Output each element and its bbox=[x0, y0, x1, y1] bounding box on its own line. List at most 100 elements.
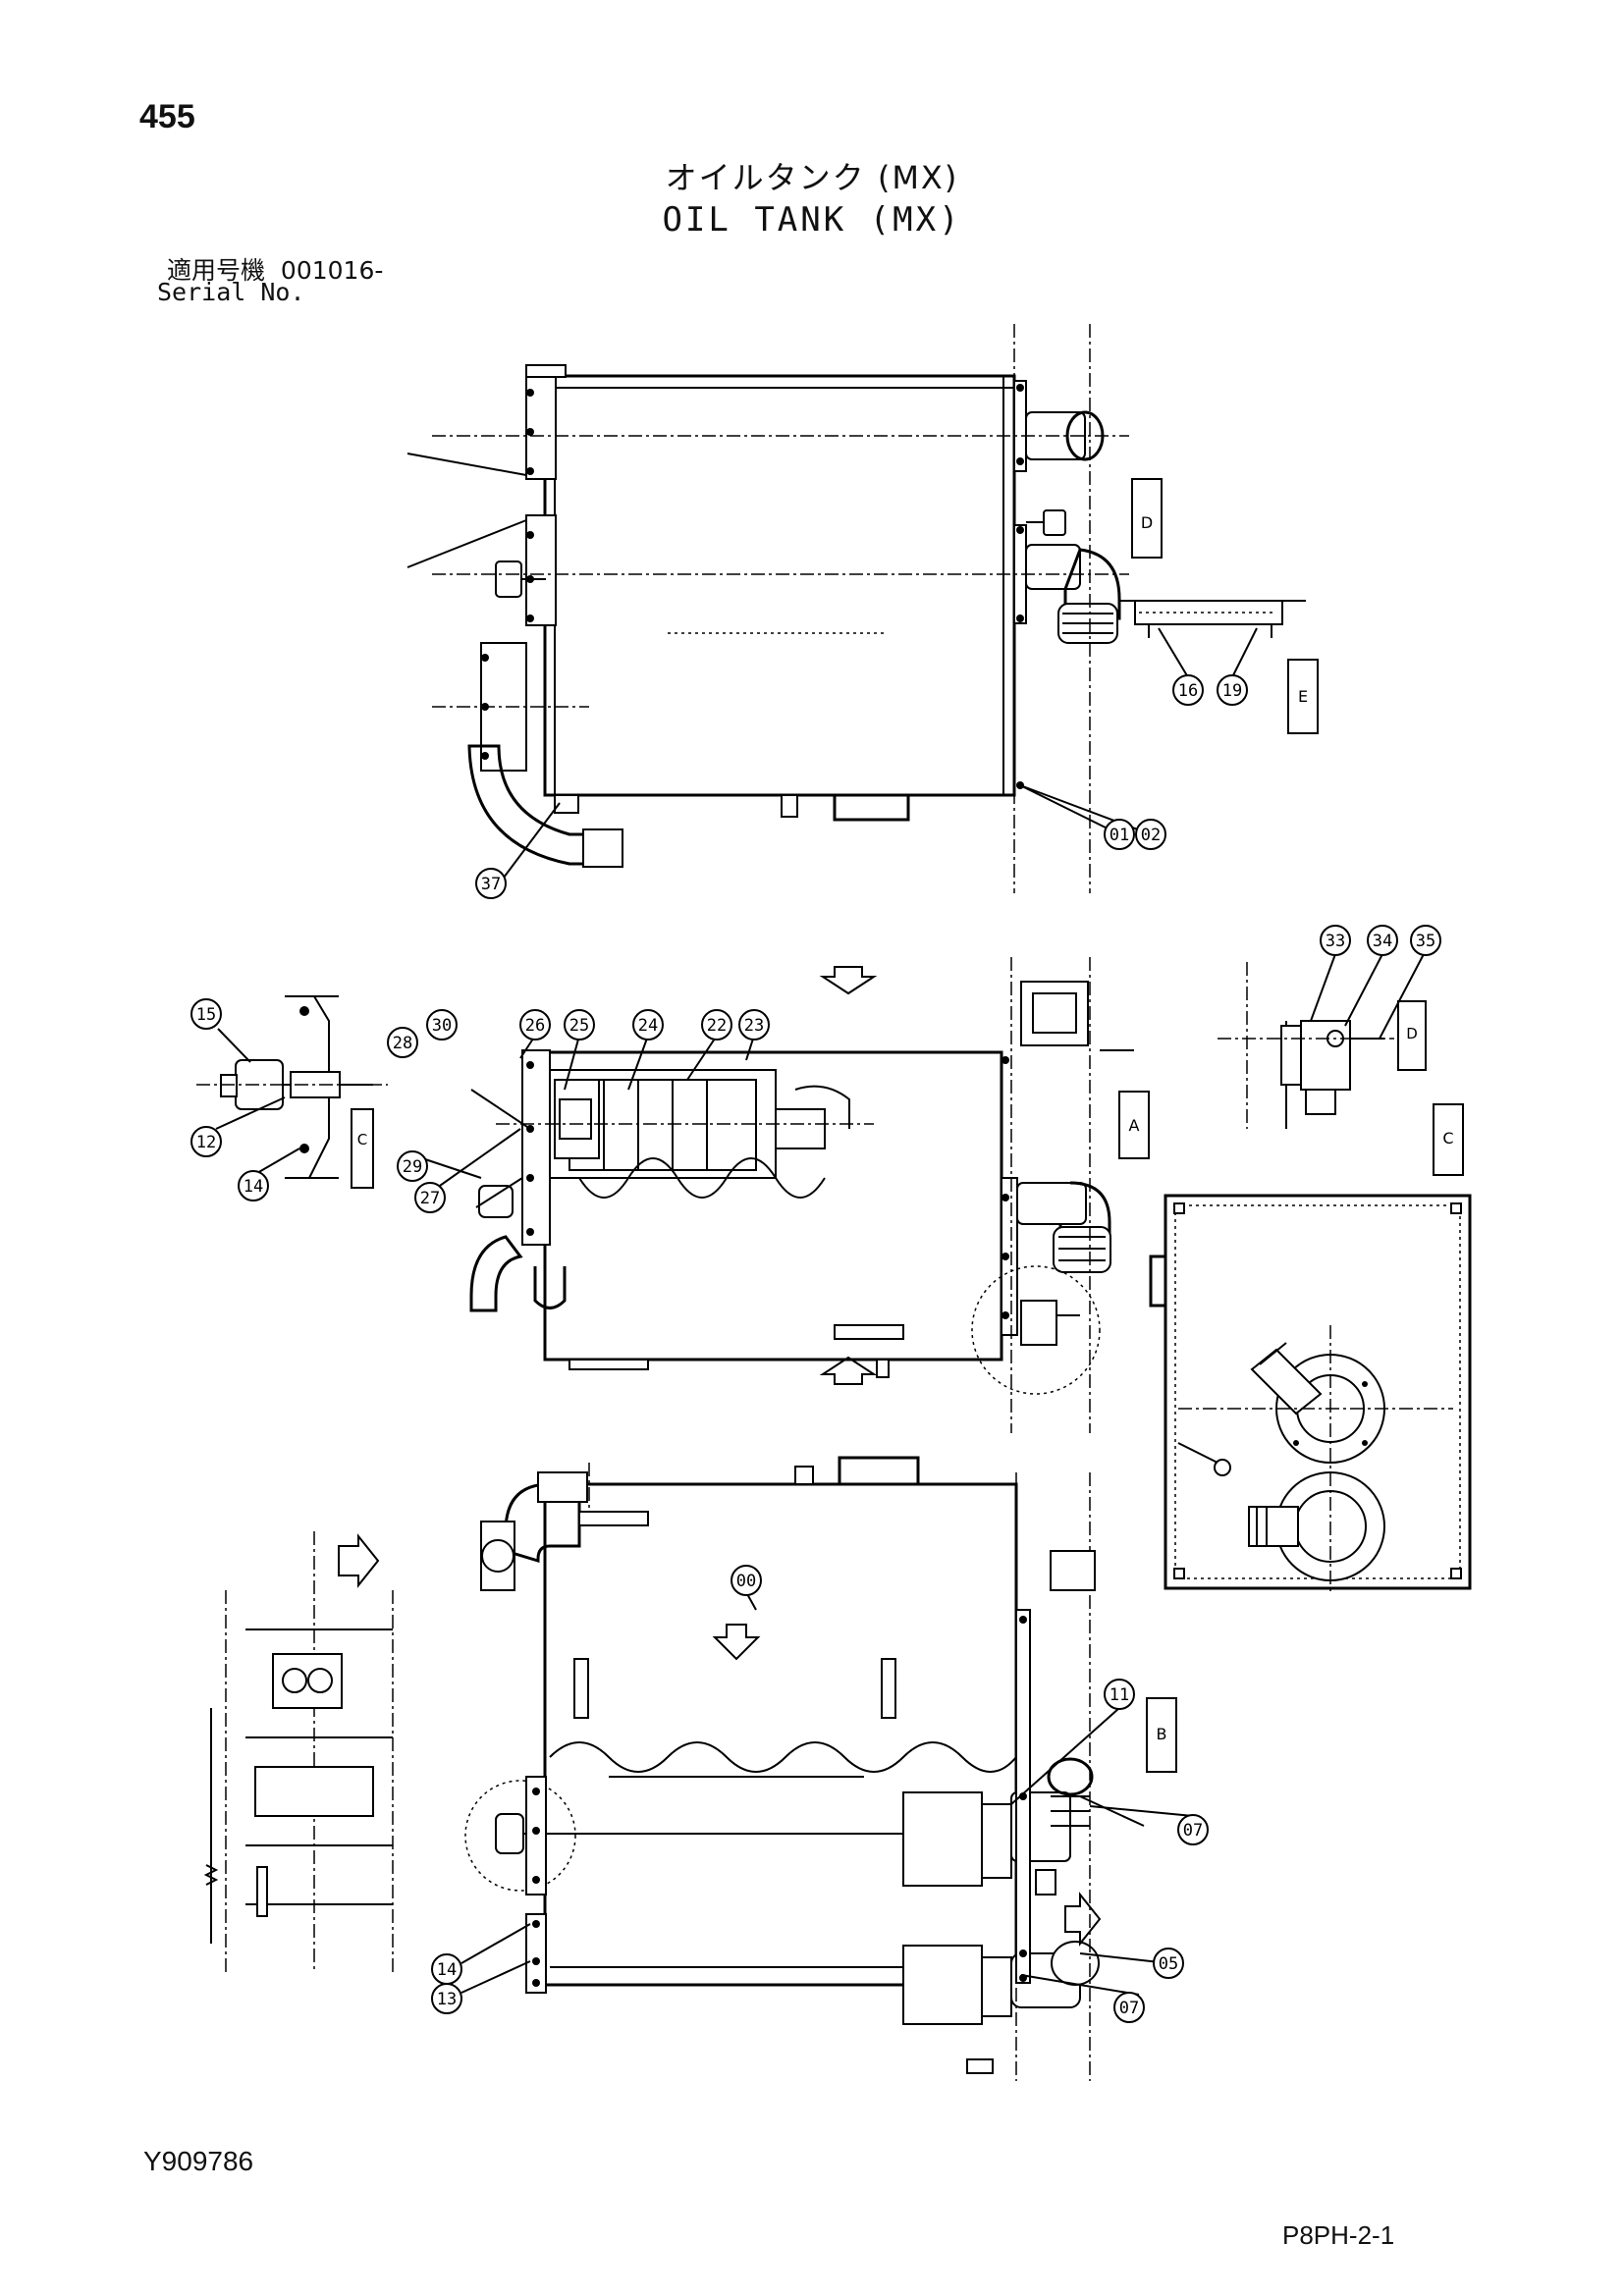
location-sketch bbox=[203, 1531, 394, 1973]
level-gauge bbox=[495, 561, 522, 598]
detail-c-circle bbox=[971, 1265, 1101, 1395]
serial-label-english: Serial No. bbox=[157, 278, 305, 306]
middle-view: A bbox=[469, 957, 1150, 1433]
balloon-28: 28 bbox=[387, 1027, 418, 1058]
svg-text:14: 14 bbox=[244, 1177, 263, 1197]
svg-text:19: 19 bbox=[1222, 681, 1242, 701]
view-d-letter: D bbox=[1141, 513, 1153, 532]
balloon-33: 33 bbox=[1320, 925, 1351, 956]
svg-text:07: 07 bbox=[1183, 1821, 1203, 1841]
view-a-label-box bbox=[1118, 1091, 1150, 1159]
balloon-12: 12 bbox=[190, 1126, 222, 1157]
view-c-arrow bbox=[1064, 1892, 1102, 1947]
breather-bottom bbox=[1035, 1869, 1056, 1896]
balloon-00: 00 bbox=[731, 1565, 762, 1596]
balloon-37: 37 bbox=[475, 868, 507, 899]
svg-text:35: 35 bbox=[1416, 932, 1435, 951]
detail-d-circle bbox=[464, 1780, 576, 1892]
svg-text:27: 27 bbox=[420, 1189, 440, 1208]
serial-applicability: 適用号機 001016- bbox=[167, 251, 383, 287]
detail-d: D C bbox=[1218, 962, 1464, 1176]
svg-text:29: 29 bbox=[403, 1157, 422, 1177]
balloon-35: 35 bbox=[1410, 925, 1441, 956]
serial-label-japanese: 適用号機 bbox=[167, 256, 266, 285]
side-port-block bbox=[1050, 1550, 1096, 1591]
mounting-strip bbox=[834, 1324, 904, 1340]
bottom-handle bbox=[838, 1456, 920, 1484]
balloon-16: 16 bbox=[1172, 674, 1204, 706]
filter-outlet-pipe bbox=[775, 1108, 826, 1149]
sketch-tank-block bbox=[272, 1653, 343, 1709]
view-d-arrow bbox=[819, 966, 878, 995]
balloon-11: 11 bbox=[1104, 1679, 1135, 1710]
left-cover-flange-upper bbox=[525, 370, 557, 480]
strainer-element bbox=[568, 1079, 757, 1171]
tank-body-bottom bbox=[543, 1482, 1018, 1987]
cutaway-break-line bbox=[578, 1157, 826, 1199]
balloon-19: 19 bbox=[1217, 674, 1248, 706]
svg-text:34: 34 bbox=[1373, 932, 1392, 951]
suction-elbow bbox=[467, 744, 606, 866]
balloon-24: 24 bbox=[632, 1009, 664, 1041]
balloon-02: 02 bbox=[1135, 819, 1166, 850]
serial-range: 001016- bbox=[280, 256, 384, 285]
view-c-letter: C bbox=[1442, 1129, 1453, 1148]
section-e-letter: E bbox=[1298, 687, 1308, 706]
page-title-english: OIL TANK (MX) bbox=[662, 200, 962, 240]
suction-elbow-middle bbox=[469, 1235, 523, 1312]
svg-text:30: 30 bbox=[432, 1016, 452, 1036]
balloon-22: 22 bbox=[701, 1009, 732, 1041]
page-title-japanese: オイルタンク (MX) bbox=[665, 159, 959, 196]
balloon-14-detail: 14 bbox=[238, 1170, 269, 1201]
page-code: P8PH-2-1 bbox=[1282, 2220, 1395, 2250]
level-gauge-bottom bbox=[495, 1813, 524, 1854]
svg-text:22: 22 bbox=[707, 1016, 727, 1036]
detail-c: C bbox=[196, 995, 388, 1189]
svg-text:26: 26 bbox=[525, 1016, 545, 1036]
svg-text:15: 15 bbox=[196, 1005, 216, 1025]
view-c-plate bbox=[1149, 1194, 1472, 1595]
balloon-14: 14 bbox=[431, 1953, 462, 1985]
balloon-29: 29 bbox=[397, 1150, 428, 1182]
page-number: 455 bbox=[139, 98, 195, 135]
lower-filter-body bbox=[902, 1945, 983, 2025]
balloon-25: 25 bbox=[564, 1009, 595, 1041]
svg-text:25: 25 bbox=[569, 1016, 589, 1036]
document-id: Y909786 bbox=[143, 2146, 254, 2176]
svg-text:13: 13 bbox=[437, 1990, 457, 2009]
view-d-label-box bbox=[1131, 478, 1163, 559]
balloon-26: 26 bbox=[519, 1009, 551, 1041]
svg-text:00: 00 bbox=[736, 1572, 756, 1591]
balloon-27: 27 bbox=[414, 1182, 446, 1213]
upper-filter-body bbox=[902, 1791, 983, 1887]
svg-text:07: 07 bbox=[1119, 1999, 1139, 2018]
balloon-07-lower: 07 bbox=[1113, 1992, 1145, 2023]
svg-text:24: 24 bbox=[638, 1016, 658, 1036]
plate-handle bbox=[1149, 1255, 1165, 1308]
detail-c-label-box bbox=[351, 1108, 374, 1189]
balloon-30: 30 bbox=[426, 1009, 458, 1041]
svg-text:28: 28 bbox=[393, 1034, 412, 1053]
svg-text:12: 12 bbox=[196, 1133, 216, 1152]
view-a-arrow bbox=[338, 1533, 380, 1588]
detail-d-label-box bbox=[1397, 1000, 1427, 1071]
svg-text:23: 23 bbox=[744, 1016, 764, 1036]
balloon-01: 01 bbox=[1104, 819, 1135, 850]
view-f-arrow bbox=[712, 1624, 761, 1661]
balloon-13: 13 bbox=[431, 1983, 462, 2014]
balloon-34: 34 bbox=[1367, 925, 1398, 956]
svg-text:14: 14 bbox=[437, 1960, 457, 1980]
svg-text:02: 02 bbox=[1141, 826, 1161, 845]
balloon-07-upper: 07 bbox=[1177, 1814, 1209, 1845]
balloon-05: 05 bbox=[1153, 1948, 1184, 1979]
cover-plate bbox=[1164, 1194, 1472, 1590]
suction-elbow-end bbox=[582, 828, 623, 868]
view-b-letter: B bbox=[1157, 1725, 1167, 1743]
balloon-15: 15 bbox=[190, 998, 222, 1030]
svg-text:16: 16 bbox=[1178, 681, 1198, 701]
cover-flange-middle bbox=[521, 1049, 551, 1246]
svg-text:05: 05 bbox=[1159, 1954, 1178, 1974]
view-c-label-box bbox=[1433, 1103, 1464, 1176]
top-view: D E bbox=[432, 324, 1319, 893]
